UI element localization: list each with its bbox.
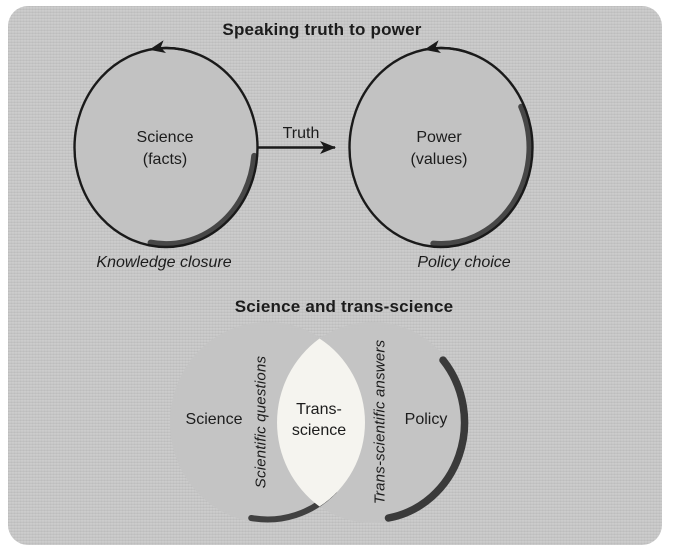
venn-intersection-label-line1: Trans- <box>296 401 342 418</box>
science-circle-label-line1: Science <box>136 129 194 146</box>
venn-policy-label: Policy <box>404 411 448 428</box>
power-circle-label-line2: (values) <box>410 151 468 168</box>
truth-arrow-label: Truth <box>282 125 320 142</box>
venn-policy-circle-shadow <box>384 356 469 522</box>
venn-intersection-label-line2: science <box>291 422 347 439</box>
power-circle <box>349 48 533 247</box>
science-circle-shadow <box>147 152 258 248</box>
venn-science-label: Science <box>185 411 243 428</box>
venn-intersection-lens <box>277 338 365 507</box>
science-circle-label-line2: (facts) <box>142 151 188 168</box>
science-cycle-arrow-icon <box>149 40 198 56</box>
power-circle-label-line1: Power <box>416 129 462 146</box>
venn-science-edge-label: Scientific questions <box>252 355 270 489</box>
power-circle-label: Power (values) <box>411 127 468 171</box>
policy-choice-caption: Policy choice <box>417 254 511 271</box>
venn-intersection-label: Trans- science <box>292 399 346 441</box>
power-circle-shadow <box>430 103 533 247</box>
venn-diagram-title: Science and trans-science <box>234 297 454 316</box>
knowledge-closure-caption: Knowledge closure <box>96 254 232 271</box>
venn-policy-edge-label: Trans-scientific answers <box>371 339 389 505</box>
science-circle-label: Science (facts) <box>137 127 194 171</box>
science-circle <box>74 48 258 247</box>
power-cycle-arrow-icon <box>424 40 473 56</box>
top-diagram-title: Speaking truth to power <box>222 20 422 39</box>
